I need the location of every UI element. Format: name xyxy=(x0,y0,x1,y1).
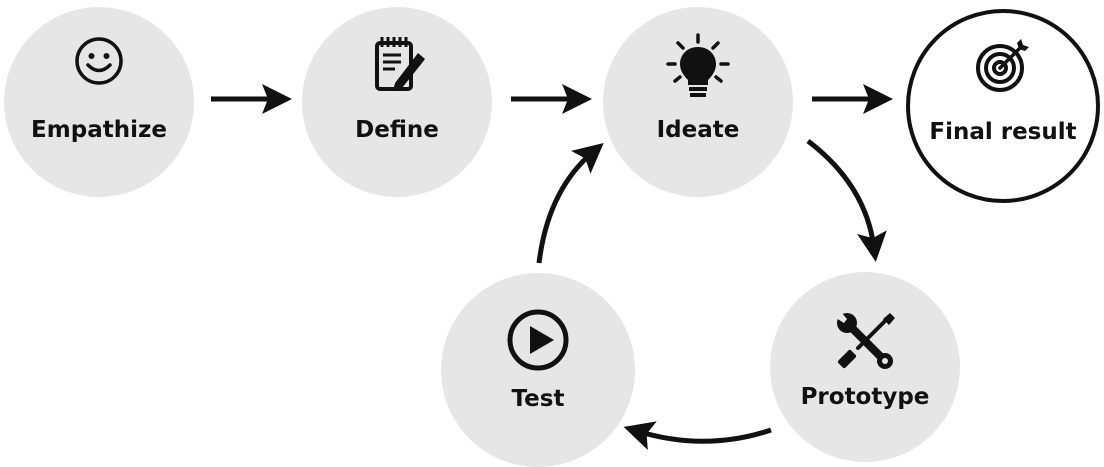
node-label-ideate: Ideate xyxy=(656,117,740,143)
node-final-result: Final result xyxy=(906,9,1100,203)
arrow-ideate-to-prototype xyxy=(806,139,887,262)
arrow-prototype-to-test xyxy=(623,421,772,451)
node-label-final-result: Final result xyxy=(929,119,1077,145)
node-ideate: Ideate xyxy=(603,7,793,197)
wrench-screwdriver-icon xyxy=(836,312,895,369)
node-label-empathize: Empathize xyxy=(31,117,167,143)
node-define: Define xyxy=(302,7,492,197)
node-label-test: Test xyxy=(511,386,565,412)
arrow-test-to-ideate xyxy=(536,142,604,264)
smiley-face-icon xyxy=(75,37,123,85)
node-label-prototype: Prototype xyxy=(800,384,930,410)
node-label-define: Define xyxy=(355,117,439,143)
target-icon xyxy=(976,39,1029,92)
play-button-icon xyxy=(507,309,569,371)
node-empathize: Empathize xyxy=(4,7,194,197)
light-bulb-icon xyxy=(666,33,730,97)
node-test: Test xyxy=(441,273,635,467)
notepad-pencil-icon xyxy=(375,37,425,91)
node-prototype: Prototype xyxy=(770,272,960,462)
